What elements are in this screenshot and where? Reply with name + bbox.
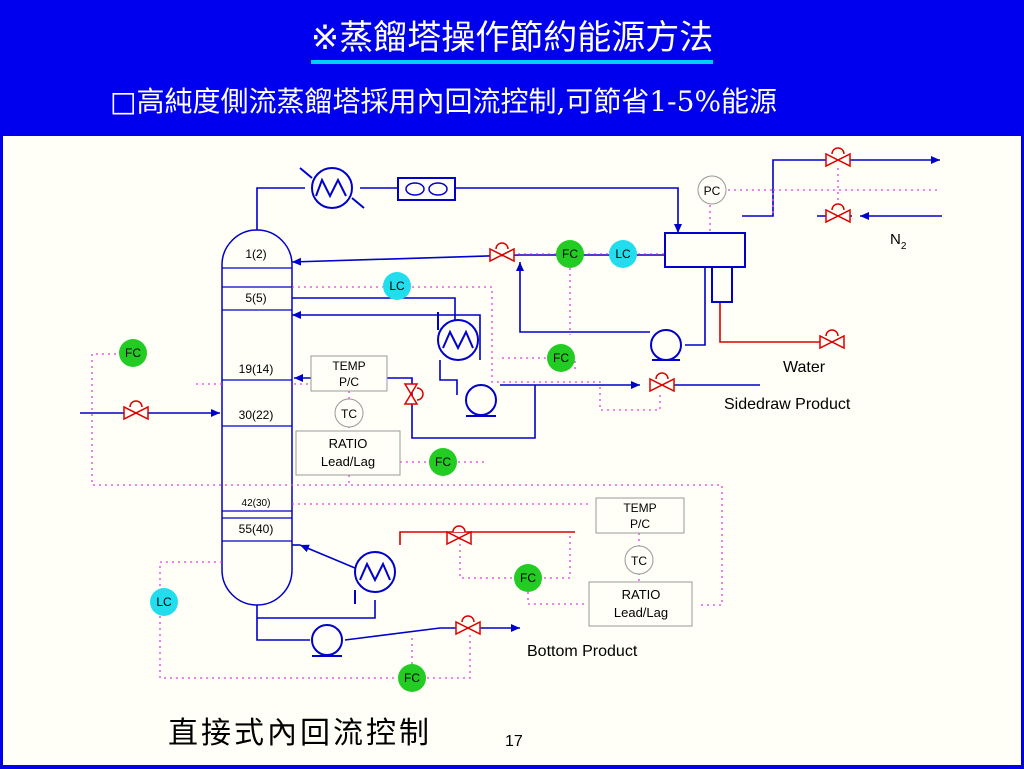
svg-text:P/C: P/C [630,517,650,531]
fc-bottoms: FC [398,664,426,692]
bottom-product-label: Bottom Product [527,643,638,660]
lc-tray5: LC [383,272,411,300]
svg-text:FC: FC [435,455,451,469]
pc-instrument: PC [697,175,727,205]
svg-text:P/C: P/C [339,375,359,389]
svg-text:Lead/Lag: Lead/Lag [321,454,375,469]
lc-drum: LC [609,240,637,268]
tc-lower: TC [624,545,654,575]
hot-lines [399,290,830,545]
slide-subtitle: □高純度側流蒸餾塔採用內回流控制,可節省1-5%能源 [110,85,778,118]
svg-text:FC: FC [520,571,536,585]
svg-text:LC: LC [156,595,172,609]
water-label: Water [783,359,826,376]
slide-header: ※蒸餾塔操作節約能源方法 □高純度側流蒸餾塔採用內回流控制,可節省1-5%能源 [0,0,1024,136]
diagram-panel: 1(2) 5(5) 19(14) 30(22) 42(30) 55(40) [3,136,1021,765]
pumparound-exchanger [437,312,479,361]
svg-text:FC: FC [125,346,141,360]
lc-bottoms: LC [150,588,178,616]
tray-label-42: 42(30) [242,498,271,509]
svg-text:TC: TC [631,554,647,568]
tray-label-19: 19(14) [239,362,274,376]
temp-pc-lower: TEMP P/C [595,497,685,534]
page-number: 17 [505,733,523,750]
fc-reflux: FC [556,240,584,268]
bottoms-pump [311,624,343,657]
temp-pc-upper: TEMP P/C [310,355,388,392]
tc-upper: TC [334,398,364,428]
svg-text:TEMP: TEMP [623,501,656,515]
process-flow-diagram: 1(2) 5(5) 19(14) 30(22) 42(30) 55(40) [80,147,942,692]
reflux-pump [650,329,682,361]
ratio-lower: RATIO Lead/Lag [588,581,693,627]
sidedraw-product-label: Sidedraw Product [724,396,851,413]
svg-text:FC: FC [553,351,569,365]
signal-lines [91,168,940,679]
svg-text:FC: FC [562,247,578,261]
fc-feed: FC [119,339,147,367]
svg-text:Lead/Lag: Lead/Lag [614,605,668,620]
pumparound-pump [465,384,497,417]
n2-label: N2 [890,231,907,252]
fc-pumparound: FC [429,448,457,476]
svg-text:TEMP: TEMP [332,359,365,373]
svg-text:RATIO: RATIO [329,436,368,451]
air-cooler [397,177,456,201]
distillation-column [221,229,293,606]
svg-text:FC: FC [404,671,420,685]
tray-label-5: 5(5) [245,291,266,305]
tray-label-30: 30(22) [239,408,274,422]
svg-text:RATIO: RATIO [622,587,661,602]
tray-label-1: 1(2) [245,247,266,261]
svg-text:LC: LC [615,247,631,261]
ratio-upper: RATIO Lead/Lag [295,430,401,476]
svg-text:LC: LC [389,279,405,293]
control-valves [123,147,851,636]
diagram-caption: 直接式內回流控制 [168,716,432,751]
fc-sidedraw: FC [547,344,575,372]
tray-label-55: 55(40) [239,522,274,536]
svg-text:TC: TC [341,407,357,421]
reflux-drum [664,232,746,303]
fc-reboiler: FC [514,564,542,592]
slide-title: ※蒸餾塔操作節約能源方法 [0,10,1024,64]
reboiler [354,551,396,604]
svg-text:PC: PC [704,184,721,198]
overhead-condenser [299,167,365,209]
